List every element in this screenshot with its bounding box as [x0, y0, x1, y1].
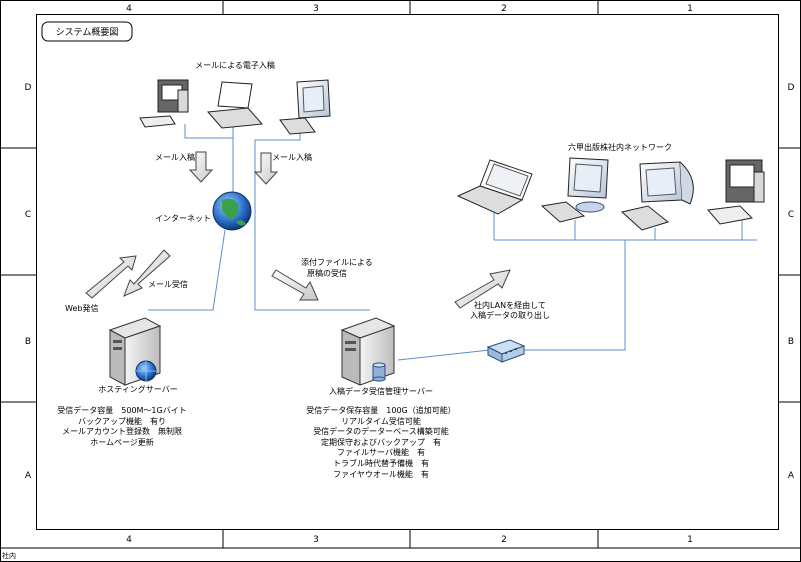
label-attach-line1: 添付ファイルによる: [301, 257, 373, 267]
mgmt-spec-item: 受信データ保存容量 100G（追加可能）: [306, 405, 455, 415]
ruler-top-3: 3: [313, 4, 319, 14]
label-lan-line2: 入稿データの取り出し: [470, 310, 550, 320]
label-hosting-server: ホスティングサーバー: [98, 384, 177, 394]
label-network: 六甲出版株社内ネットワーク: [568, 142, 672, 152]
ruler-left-d: D: [25, 83, 32, 93]
ruler-top-4: 4: [126, 4, 132, 14]
mgmt-spec-list: 受信データ保存容量 100G（追加可能） リアルタイム受信可能 受信データのデー…: [306, 405, 455, 479]
ruler-right-a: A: [788, 471, 795, 481]
ruler-left-a: A: [25, 471, 32, 481]
hosting-spec-item: 受信データ容量 500M～1Gバイト: [57, 405, 186, 415]
database-icon: [372, 362, 386, 382]
monitor-icon: [620, 161, 694, 231]
desktop-tower-icon: [139, 79, 189, 128]
ruler-top-1: 1: [687, 4, 693, 14]
laptop-icon: [206, 81, 264, 129]
footer-label: 社内: [2, 552, 16, 560]
hosting-spec-item: ホームページ更新: [90, 437, 154, 447]
ruler-bottom-2: 2: [501, 535, 507, 545]
label-mail-receive: メール受信: [148, 279, 188, 289]
mgmt-spec-item: リアルタイム受信可能: [341, 416, 421, 426]
ruler-left-c: C: [25, 210, 31, 220]
ruler-bottom-3: 3: [313, 535, 319, 545]
mgmt-spec-item: 受信データのデーターベース構築可能: [313, 426, 449, 436]
hosting-spec-item: バックアップ機能 有り: [78, 416, 166, 426]
label-mail-submit-left: メール入稿: [155, 152, 195, 162]
label-mgmt-server: 入稿データ受信管理サーバー: [329, 386, 433, 396]
hosting-spec-item: メールアカウント登録数 無制限: [62, 426, 182, 436]
ruler-left-b: B: [25, 337, 31, 347]
label-email-submission: メールによる電子入稿: [195, 60, 275, 70]
mgmt-spec-item: 定期保守およびバックアップ 有: [321, 437, 441, 447]
ruler-right-c: C: [788, 210, 794, 220]
internet-globe-icon: [212, 191, 252, 231]
ruler-top-2: 2: [501, 4, 507, 14]
diagonal-down-arrow-icon: [123, 249, 171, 297]
label-mail-submit-right: メール入稿: [272, 152, 312, 162]
down-arrow-icon: [253, 152, 279, 185]
ruler-bottom-1: 1: [687, 535, 693, 545]
page-title: システム概要図: [56, 26, 119, 38]
diagonal-down-arrow-icon: [271, 269, 319, 301]
ruler-right-d: D: [788, 83, 795, 93]
ruler-right-b: B: [788, 337, 794, 347]
management-server-icon: [340, 317, 396, 386]
mgmt-spec-item: ファイルサーバ機能 有: [337, 447, 425, 457]
ruler-bottom-4: 4: [126, 535, 132, 545]
title-box: [41, 21, 133, 42]
diagonal-up-arrow-icon: [454, 269, 511, 309]
down-arrow-icon: [188, 151, 214, 183]
label-internet: インターネット: [155, 214, 211, 223]
network-switch-icon: [486, 339, 526, 363]
laptop-icon: [456, 159, 533, 215]
monitor-icon: [279, 79, 331, 135]
hosting-spec-list: 受信データ容量 500M～1Gバイト バックアップ機能 有り メールアカウント登…: [57, 405, 186, 447]
monitor-icon: [540, 157, 609, 223]
mgmt-spec-item: ファイヤウオール機能 有: [333, 469, 429, 479]
mgmt-spec-item: トラブル時代替予備機 有: [333, 458, 429, 468]
label-attach-line2: 原稿の受信: [307, 268, 347, 278]
label-lan-line1: 社内LANを経由して: [474, 300, 546, 310]
hosting-server-icon: [108, 317, 162, 386]
label-web-send: Web発信: [65, 303, 98, 313]
desktop-tower-icon: [707, 159, 765, 225]
diagonal-up-arrow-icon: [85, 255, 137, 299]
